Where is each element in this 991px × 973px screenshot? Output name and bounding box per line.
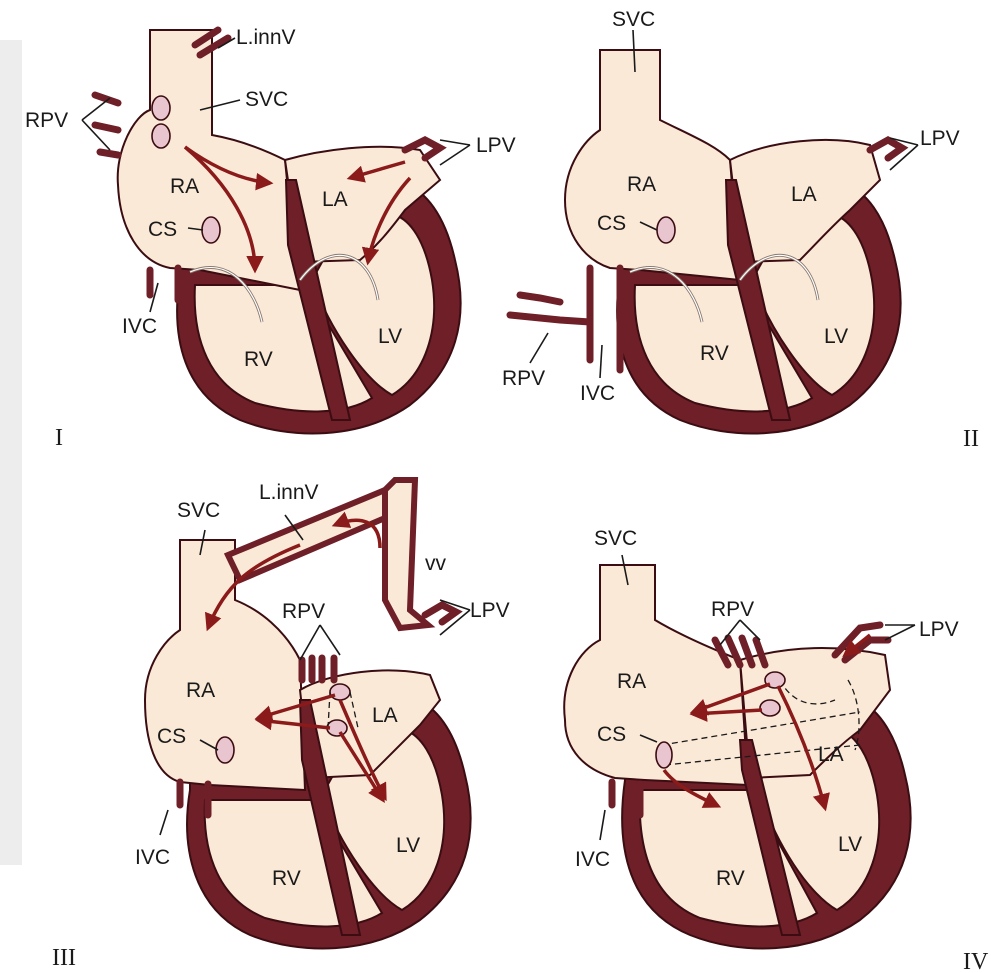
label-svc: SVC [612, 8, 655, 31]
panel-numeral: II [963, 426, 979, 452]
coronary-sinus-ostium [216, 737, 234, 763]
ivc-vessel [590, 268, 620, 370]
panel-numeral: III [52, 945, 76, 971]
right-atrium [118, 30, 300, 290]
panel-2: SVC LPV RA LA CS RPV IVC RV LV II [502, 8, 979, 452]
label-cs: CS [597, 212, 626, 235]
label-vv: vv [425, 552, 447, 575]
label-rv: RV [716, 867, 745, 890]
label-la: LA [322, 188, 348, 211]
label-lv: LV [378, 325, 402, 348]
right-pulmonary-vein-to-ivc [510, 295, 590, 322]
label-cs: CS [597, 723, 626, 746]
coronary-sinus-ostium [202, 217, 220, 243]
label-linnv: L.innV [236, 26, 296, 49]
coronary-sinus-ostium [657, 217, 675, 243]
label-rv: RV [244, 348, 273, 371]
left-pulmonary-veins [425, 605, 456, 622]
panel-3: SVC L.innV vv LPV RPV RA LA CS IVC RV LV… [52, 480, 510, 971]
panel-4: SVC RPV LPV RA CS LA IVC RV LV IV [564, 527, 989, 973]
label-lpv: LPV [470, 599, 510, 622]
label-ivc: IVC [580, 382, 615, 405]
label-rv: RV [272, 867, 301, 890]
label-la: LA [818, 743, 844, 766]
left-pulmonary-veins [870, 140, 902, 158]
panel-1: L.innV SVC RPV LPV RA LA CS IVC RV LV I [25, 26, 516, 451]
label-lv: LV [838, 833, 862, 856]
label-ivc: IVC [575, 848, 610, 871]
pv-ostium-lower [152, 124, 170, 148]
right-pulmonary-veins [302, 658, 334, 680]
label-cs: CS [148, 218, 177, 241]
label-rpv: RPV [502, 367, 545, 390]
label-la: LA [791, 183, 817, 206]
label-svc: SVC [177, 499, 220, 522]
label-svc: SVC [594, 527, 637, 550]
label-ra: RA [627, 173, 656, 196]
pv-ostium-lower [760, 700, 780, 716]
pv-ostium-upper [152, 96, 170, 120]
label-rpv: RPV [711, 598, 754, 621]
pv-ostium-upper [330, 684, 350, 700]
label-cs: CS [157, 725, 186, 748]
label-ivc: IVC [122, 315, 157, 338]
coronary-sinus-ostium [656, 742, 672, 768]
label-linnv: L.innV [259, 481, 319, 504]
label-ra: RA [186, 679, 215, 702]
label-ivc: IVC [135, 846, 170, 869]
label-rv: RV [700, 342, 729, 365]
label-lpv: LPV [920, 127, 960, 150]
label-ra: RA [170, 175, 199, 198]
panel-numeral: I [55, 425, 63, 451]
label-ra: RA [617, 670, 646, 693]
label-rpv: RPV [282, 600, 325, 623]
label-svc: SVC [245, 88, 288, 111]
right-atrium [565, 50, 740, 280]
label-lv: LV [824, 325, 848, 348]
panel-numeral: IV [963, 949, 989, 973]
vertical-vein [385, 480, 428, 628]
label-lpv: LPV [476, 134, 516, 157]
label-rpv: RPV [25, 109, 68, 132]
label-la: LA [372, 704, 398, 727]
label-lpv: LPV [919, 618, 959, 641]
label-lv: LV [396, 834, 420, 857]
